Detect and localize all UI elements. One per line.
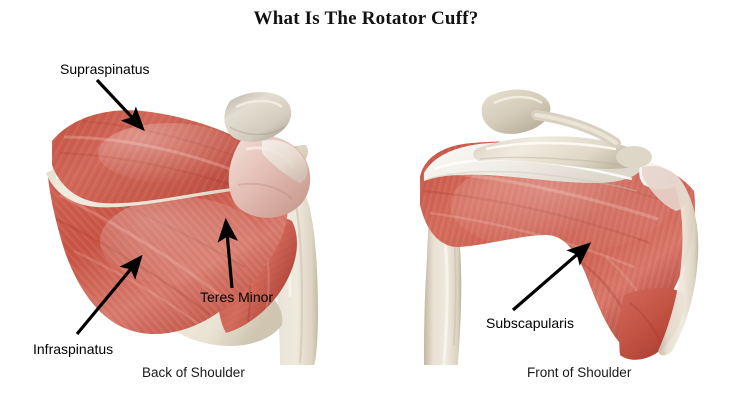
label-subscapularis: Subscapularis [486,315,574,331]
label-supraspinatus: Supraspinatus [60,61,150,77]
humeral-head-front [642,165,687,211]
rotator-tendon-back [262,139,308,183]
page-title: What Is The Rotator Cuff? [253,8,479,29]
label-teres-minor: Teres Minor [200,289,274,305]
caption-back-of-shoulder: Back of Shoulder [142,365,245,380]
coracoid-process [481,89,621,148]
figure-back-of-shoulder [30,45,360,365]
caption-front-of-shoulder: Front of Shoulder [527,365,632,380]
figure-front-of-shoulder [410,45,710,365]
acromion-process-back [224,92,292,142]
scapula-edge-front [658,175,699,356]
clavicle-bone [473,136,652,169]
label-infraspinatus: Infraspinatus [33,341,114,357]
